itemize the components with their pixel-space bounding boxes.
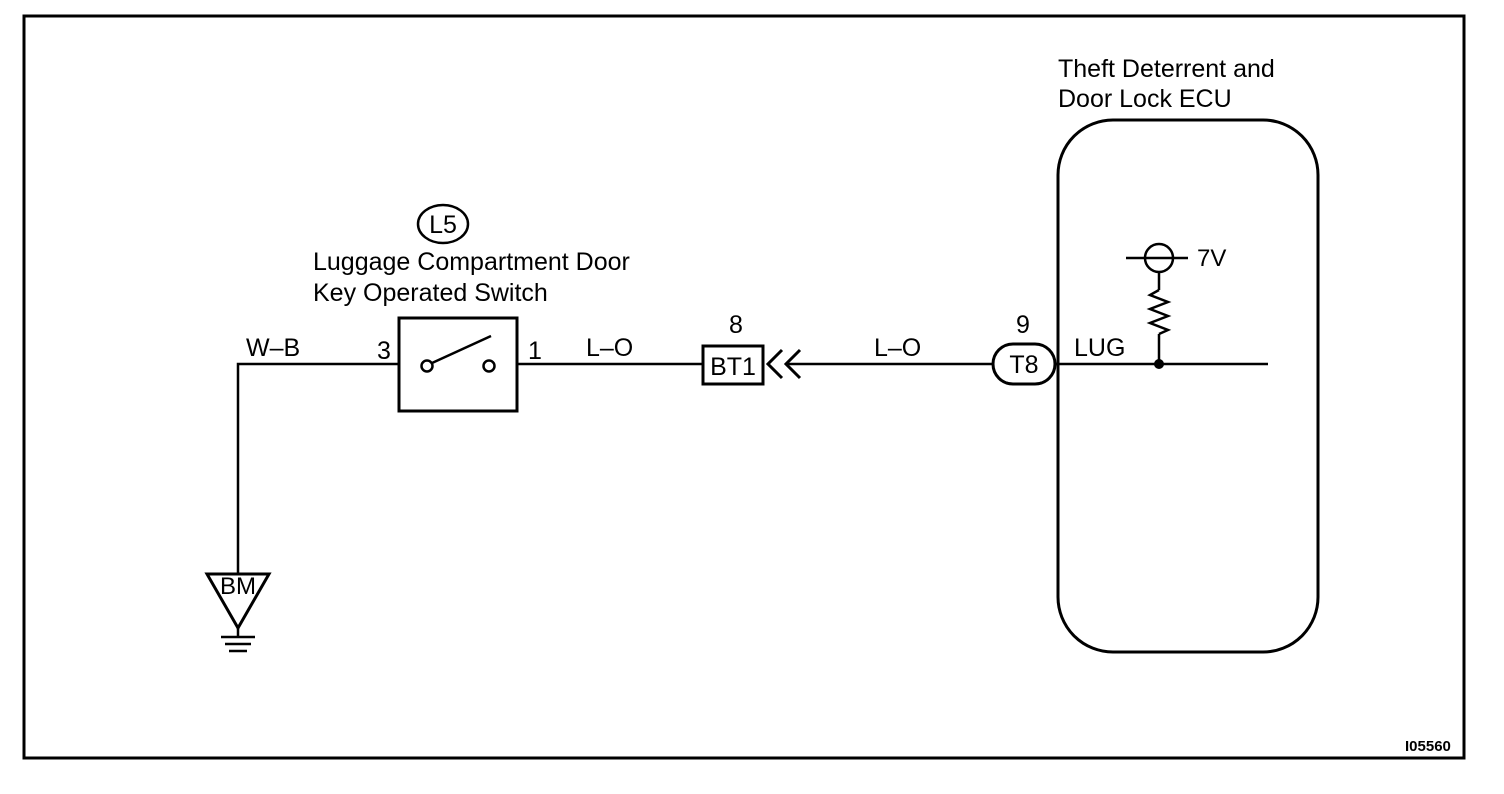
switch-connector-badge (416, 203, 470, 245)
ecu-title-line1: Theft Deterrent and (1058, 55, 1275, 83)
resistor-icon (1146, 272, 1172, 364)
wire-ground (236, 362, 399, 574)
diagram-frame (22, 14, 1466, 760)
switch-pin-right: 1 (528, 337, 542, 365)
junction-code: BT1 (710, 353, 756, 381)
ecu-title-line2: Door Lock ECU (1058, 85, 1232, 113)
ground-icon (221, 628, 255, 653)
ground-point-triangle (204, 572, 272, 632)
ecu-connector-pin: 9 (1016, 311, 1030, 339)
switch-body (397, 316, 519, 413)
ground-wire-label: W–B (246, 334, 300, 362)
switch-pin-left: 3 (377, 337, 391, 365)
ecu-connector-code: T8 (1009, 351, 1038, 379)
switch-connector-code: L5 (429, 211, 457, 239)
ecu-body (1056, 118, 1320, 654)
ground-code: BM (220, 573, 256, 600)
ecu-voltage-label: 7V (1197, 245, 1226, 272)
figure-id: I05560 (1405, 738, 1451, 755)
voltage-source-icon (1126, 242, 1188, 274)
ecu-signal-label: LUG (1074, 334, 1125, 362)
junction-pin: 8 (729, 311, 743, 339)
wire-ecu-side-label: L–O (874, 334, 921, 362)
switch-name-line1: Luggage Compartment Door (313, 248, 630, 276)
wire-switch-side-label: L–O (586, 334, 633, 362)
switch-name-line2: Key Operated Switch (313, 279, 548, 307)
connector-chevron-icon (765, 348, 802, 380)
switch-contact-icon (420, 334, 496, 373)
